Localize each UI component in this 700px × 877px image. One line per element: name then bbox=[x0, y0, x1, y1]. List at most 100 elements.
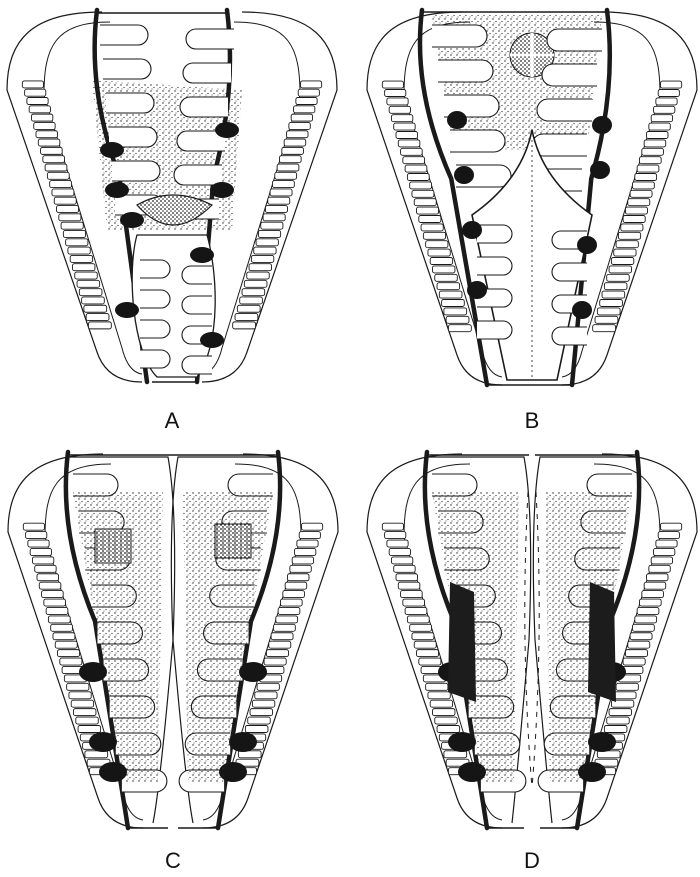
ridge-segment bbox=[280, 599, 302, 606]
ridge-segment bbox=[48, 616, 70, 623]
ridge-segment bbox=[295, 548, 316, 555]
ridge-segment bbox=[426, 241, 448, 248]
ridge-segment bbox=[387, 98, 408, 105]
ridge-segment bbox=[621, 224, 643, 231]
dark-mass bbox=[577, 236, 597, 254]
ridge-segment bbox=[88, 322, 111, 329]
chamber-lobe-lower bbox=[140, 350, 170, 368]
coiled-body bbox=[95, 529, 131, 563]
ridge-segment bbox=[263, 214, 285, 221]
ridge-segment bbox=[37, 574, 59, 581]
ridge-segment bbox=[22, 81, 43, 88]
ridge-segment bbox=[55, 641, 77, 648]
chamber-lobe-lower bbox=[477, 257, 512, 275]
ridge-segment bbox=[285, 582, 307, 589]
ridge-segment bbox=[609, 266, 631, 273]
ridge-segment bbox=[57, 206, 79, 213]
ridge-segment bbox=[32, 557, 53, 564]
ridge-segment bbox=[282, 147, 304, 154]
chamber-lobe-left bbox=[100, 25, 148, 45]
ridge-segment bbox=[396, 132, 418, 139]
ridge-segment bbox=[44, 599, 66, 606]
chamber-lobe-lower bbox=[140, 320, 170, 338]
chamber-lobe-lower bbox=[182, 266, 212, 284]
ridge-segment bbox=[66, 239, 88, 246]
dark-mass bbox=[592, 116, 612, 134]
ridge-segment bbox=[419, 658, 441, 665]
dark-column bbox=[588, 582, 616, 702]
ridge-segment bbox=[39, 582, 61, 589]
ridge-segment bbox=[36, 131, 58, 138]
ridge-segment bbox=[647, 574, 669, 581]
ridge-segment bbox=[616, 683, 638, 690]
ridge-segment bbox=[60, 658, 82, 665]
ridge-segment bbox=[437, 283, 460, 290]
ridge-segment bbox=[625, 207, 647, 214]
coiled-body bbox=[215, 524, 251, 558]
dark-mass bbox=[462, 221, 482, 239]
chamber-lobe-right bbox=[180, 97, 228, 117]
ridge-segment bbox=[296, 98, 317, 105]
ridge-segment bbox=[637, 607, 659, 614]
ridge-segment bbox=[444, 308, 467, 315]
ridge-segment bbox=[50, 181, 72, 188]
dark-mass bbox=[120, 212, 144, 228]
chamber-lobe-lower bbox=[140, 260, 170, 278]
ridge-segment bbox=[630, 633, 652, 640]
ridge-segment bbox=[268, 197, 290, 204]
ridge-segment bbox=[256, 239, 278, 246]
chamber-lobe-right bbox=[174, 165, 222, 185]
ridge-segment bbox=[273, 624, 295, 631]
ridge-segment bbox=[69, 692, 91, 699]
ridge-segment bbox=[245, 725, 268, 732]
ridge-segment bbox=[616, 241, 638, 248]
ridge-segment bbox=[385, 532, 406, 539]
chamber-lobe-right bbox=[537, 99, 592, 121]
ridge-segment bbox=[651, 557, 672, 564]
dark-mass bbox=[572, 301, 592, 319]
ridge-segment bbox=[29, 106, 50, 113]
ridge-segment bbox=[34, 122, 55, 129]
ridge-segment bbox=[61, 222, 83, 229]
ridge-segment bbox=[250, 709, 272, 716]
ridge-segment bbox=[410, 624, 432, 631]
ridge-segment bbox=[255, 692, 277, 699]
ridge-segment bbox=[290, 565, 311, 572]
ridge-segment bbox=[79, 289, 102, 296]
ridge-segment bbox=[656, 98, 677, 105]
ridge-segment bbox=[435, 717, 458, 724]
ridge-segment bbox=[244, 280, 267, 287]
ridge-segment bbox=[26, 532, 47, 539]
ridge-segment bbox=[426, 683, 448, 690]
ridge-segment bbox=[247, 272, 270, 279]
ridge-segment bbox=[430, 258, 452, 265]
ridge-segment bbox=[84, 305, 107, 312]
ridge-segment bbox=[401, 591, 423, 598]
ridge-segment bbox=[301, 81, 322, 88]
ridge-segment bbox=[432, 266, 454, 273]
ridge-segment bbox=[421, 224, 443, 231]
ridge-segment bbox=[78, 725, 101, 732]
ridge-segment bbox=[71, 700, 93, 707]
ridge-segment bbox=[298, 89, 319, 96]
ridge-segment bbox=[52, 189, 74, 196]
chamber-lobe-left bbox=[450, 130, 505, 152]
panel-a bbox=[7, 10, 337, 382]
dark-mass bbox=[454, 166, 474, 184]
ridge-segment bbox=[600, 300, 623, 307]
ridge-segment bbox=[31, 114, 52, 121]
ridge-segment bbox=[419, 216, 441, 223]
ridge-segment bbox=[25, 89, 46, 96]
ridge-segment bbox=[628, 641, 650, 648]
chamber-lobe-right bbox=[183, 63, 231, 83]
ridge-segment bbox=[437, 725, 460, 732]
ridge-segment bbox=[412, 633, 434, 640]
dark-mass bbox=[105, 182, 129, 198]
ridge-segment bbox=[70, 255, 92, 262]
panel-label-c: C bbox=[165, 848, 181, 874]
ridge-segment bbox=[435, 274, 458, 281]
ridge-segment bbox=[45, 164, 67, 171]
dark-mass bbox=[447, 111, 467, 129]
ridge-segment bbox=[597, 308, 620, 315]
dark-mass bbox=[590, 161, 610, 179]
